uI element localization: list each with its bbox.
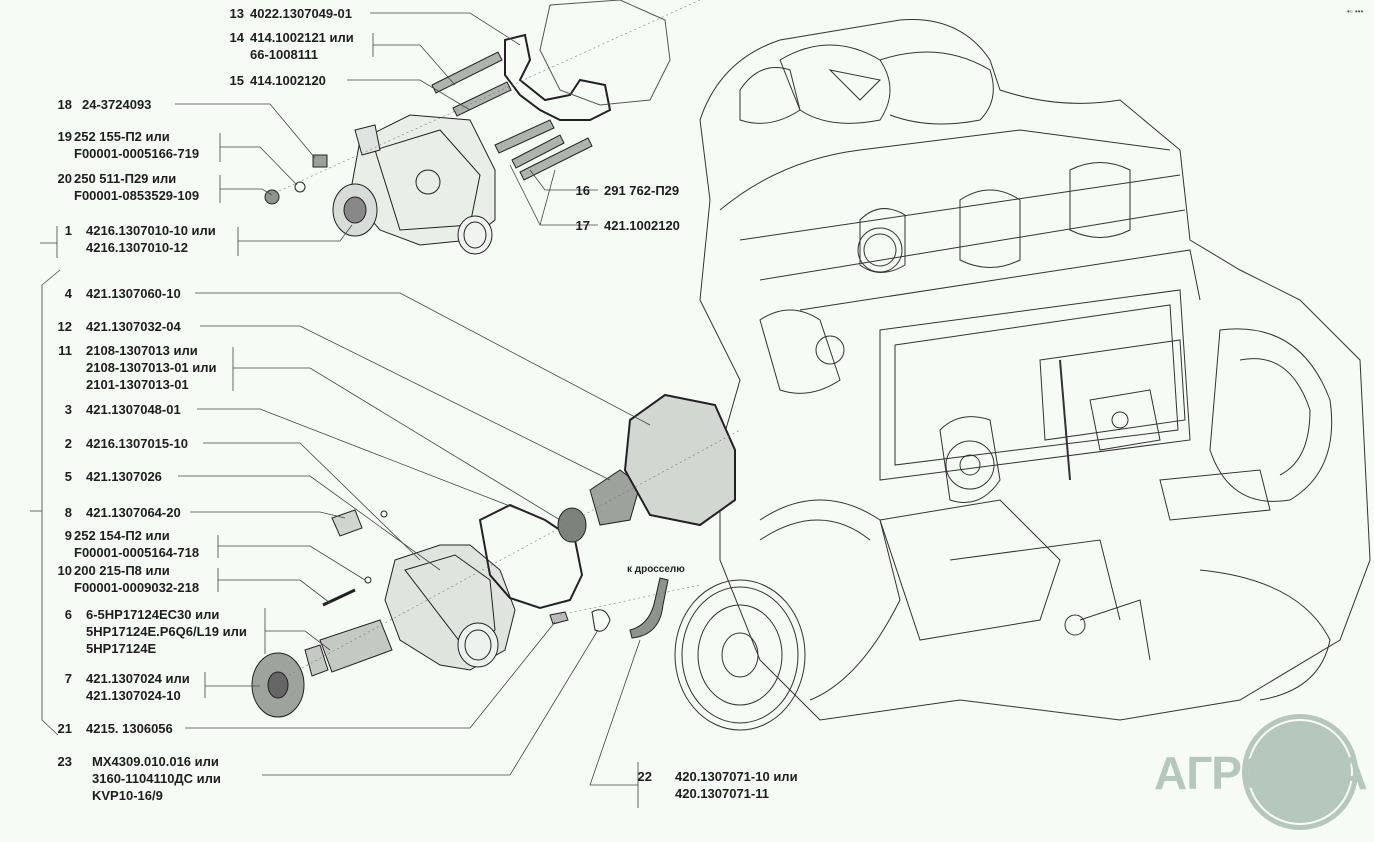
part-code: 252 155-П2 или (74, 129, 170, 144)
studs-top (431, 51, 593, 181)
part-number: 1 (64, 223, 72, 238)
part-number: 13 (229, 6, 244, 21)
part-number: 12 (57, 319, 72, 334)
cylinder-head-fragment (539, 0, 671, 106)
part-number: 15 (229, 73, 244, 88)
part-number: 23 (57, 754, 72, 769)
part-code: 3160-1104110ДС или (92, 771, 221, 786)
part-number: 7 (64, 671, 72, 686)
part-code: 24-3724093 (82, 97, 152, 112)
nut-20 (264, 189, 280, 205)
part-code: 414.1002120 (250, 73, 326, 88)
pump-assembly-top (332, 114, 496, 255)
part-code: 4216.1307015-10 (86, 436, 188, 451)
watermark-logo: АГРОНКА (1150, 712, 1368, 832)
part-number: 6 (64, 607, 72, 622)
bolt-10 (322, 588, 356, 607)
part-code: 4022.1307049-01 (250, 6, 352, 21)
logo-circle-icon (1242, 714, 1358, 830)
gasket-3 (478, 503, 584, 610)
part-code: 421.1002120 (604, 218, 680, 233)
hose-22 (629, 577, 669, 639)
part-code: 421.1307032-04 (86, 319, 181, 334)
part-code: 6-5HP17124EC30 или (86, 607, 220, 622)
shaft-bearing (304, 619, 393, 677)
part-number: 10 (57, 563, 72, 578)
part-code: 421.1307026 (86, 469, 162, 484)
bracket-18 (312, 154, 328, 168)
part-number: 18 (57, 97, 72, 112)
part-code: 421.1307024 или (86, 671, 190, 686)
part-code: 421.1307048-01 (86, 402, 181, 417)
seal-12 (557, 507, 587, 543)
part-code: 420.1307071-10 или (675, 769, 798, 784)
impeller-4 (589, 469, 641, 526)
part-code: 2108-1307013-01 или (86, 360, 217, 375)
part-code: 2108-1307013 или (86, 343, 198, 358)
part-code: 4216.1307010-10 или (86, 223, 216, 238)
part-code: MX4309.010.016 или (92, 754, 219, 769)
part-code: 421.1307060-10 (86, 286, 181, 301)
cover-gasket-11 (623, 393, 736, 527)
part-number: 2 (64, 436, 72, 451)
clamp-23 (591, 609, 611, 632)
part-number: 5 (64, 469, 72, 484)
fitting-8 (331, 509, 363, 537)
logo-text: АГРОНКА (1154, 747, 1368, 799)
corner-marker-icon: •▫ ••• (1347, 7, 1364, 16)
part-code: 250 511-П29 или (74, 171, 177, 186)
hub-flange (251, 652, 305, 718)
part-code: 5HP17124E.P6Q6/L19 или (86, 624, 247, 639)
part-code: 421.1307064-20 (86, 505, 181, 520)
part-code: F00001-0009032-218 (74, 580, 200, 595)
pump-housing-lower (384, 544, 516, 671)
part-number: 20 (57, 171, 72, 186)
part-number: 3 (64, 402, 72, 417)
flow-note: к дросселю (627, 564, 685, 575)
part-code: F00001-0853529-109 (74, 188, 200, 203)
part-number: 11 (58, 343, 72, 358)
part-number: 8 (64, 505, 72, 520)
part-number: 22 (637, 769, 652, 784)
part-code: 200 215-П8 или (74, 563, 170, 578)
part-code: F00001-0005166-719 (74, 146, 200, 161)
leader-lines (30, 12, 651, 808)
part-code: 252 154-П2 или (74, 528, 170, 543)
axis-lines (269, 0, 741, 681)
part-code: 291 762-П29 (604, 183, 680, 198)
nipple-21 (549, 611, 569, 625)
gasket-13 (504, 33, 612, 121)
part-number: 19 (57, 129, 72, 144)
part-code: 421.1307024-10 (86, 688, 181, 703)
part-number: 17 (575, 218, 590, 233)
part-code: F00001-0005164-718 (74, 545, 200, 560)
part-code: 4216.1307010-12 (86, 240, 188, 255)
part-code: 5HP17124E (86, 641, 157, 656)
plug-8b (380, 510, 388, 518)
part-number: 4 (64, 286, 72, 301)
washer-9 (364, 576, 372, 584)
part-code: 66-1008111 (250, 47, 318, 62)
washer-19 (294, 181, 306, 193)
part-code: 2101-1307013-01 (86, 377, 189, 392)
part-code: 4215. 1306056 (86, 721, 173, 736)
part-number: 9 (64, 528, 72, 543)
part-code: 420.1307071-11 (675, 786, 769, 801)
part-number: 21 (57, 721, 72, 736)
engine-block (699, 19, 1371, 721)
part-code: KVP10-16/9 (92, 788, 163, 803)
part-code: 414.1002121 или (250, 30, 354, 45)
part-number: 14 (229, 30, 244, 45)
part-number: 16 (575, 183, 590, 198)
crank-pulley (674, 499, 901, 731)
